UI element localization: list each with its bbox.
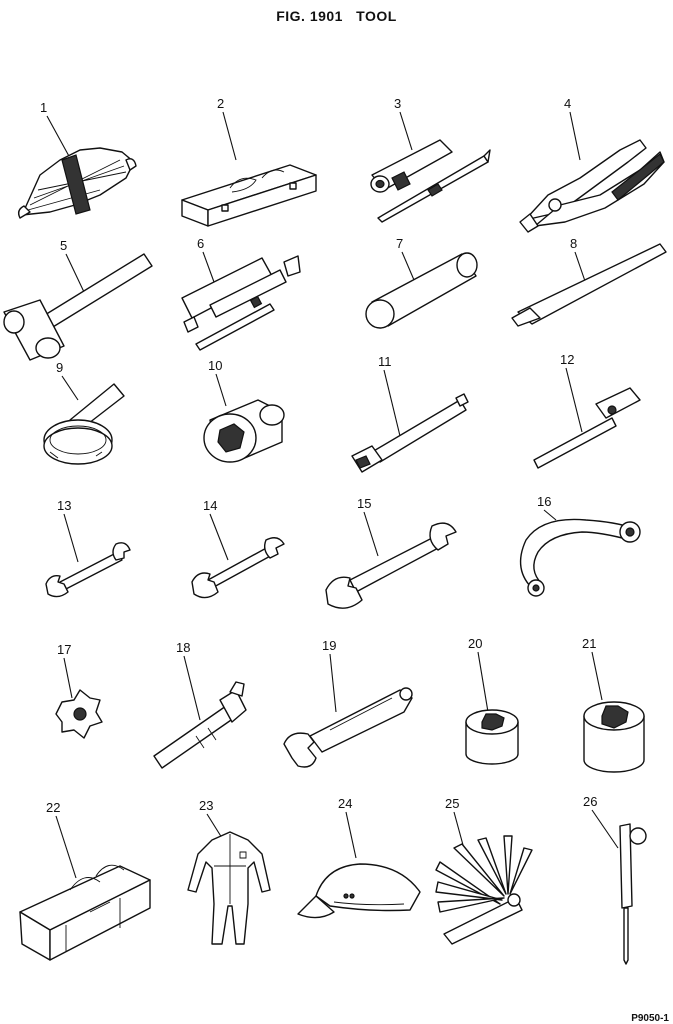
tool-bag-icon: [19, 864, 151, 961]
item-26: 26: [583, 794, 647, 965]
callout-1: 1: [40, 100, 47, 115]
callout-23: 23: [199, 798, 213, 813]
callout-19: 19: [322, 638, 336, 653]
item-21: 21: [582, 636, 645, 773]
coverall-icon: [187, 831, 271, 945]
item-3: 3: [370, 96, 491, 223]
adjustable-wrench-icon: [283, 687, 413, 768]
callout-14: 14: [203, 498, 217, 513]
item-10: 10: [203, 358, 285, 463]
callout-16: 16: [537, 494, 551, 509]
callout-15: 15: [357, 496, 371, 511]
item-2: 2: [181, 96, 317, 227]
item-20: 20: [465, 636, 519, 765]
callout-10: 10: [208, 358, 222, 373]
item-16: 16: [519, 494, 641, 597]
callout-9: 9: [56, 360, 63, 375]
item-23: 23: [187, 798, 271, 945]
callout-12: 12: [560, 352, 574, 367]
callout-7: 7: [396, 236, 403, 251]
callout-8: 8: [570, 236, 577, 251]
callout-20: 20: [468, 636, 482, 651]
item-1: 1: [17, 100, 137, 219]
medium-wrench-icon: [191, 537, 285, 599]
callout-13: 13: [57, 498, 71, 513]
callout-24: 24: [338, 796, 352, 811]
pry-bar-icon: [511, 243, 667, 327]
t-handle-icon: [533, 387, 641, 469]
item-9: 9: [43, 360, 125, 465]
small-twelve-point-socket-icon: [465, 709, 519, 765]
large-twelve-point-socket-icon: [583, 701, 645, 773]
item-11: 11: [351, 354, 469, 473]
hook-wrench-icon: [519, 518, 641, 597]
item-5: 5: [3, 238, 153, 361]
cartridge-tube-icon: [365, 252, 478, 329]
item-4: 4: [519, 96, 665, 233]
item-22: 22: [19, 800, 151, 961]
callout-18: 18: [176, 640, 190, 655]
small-wrench-icon: [45, 542, 131, 598]
pliers-icon: [519, 139, 665, 233]
callout-21: 21: [582, 636, 596, 651]
socket-icon: [203, 399, 285, 463]
figure-number: FIG. 1901: [276, 8, 343, 24]
item-13: 13: [45, 498, 131, 598]
item-6: 6: [181, 236, 301, 351]
box-wrench-and-bar-icon: [370, 139, 491, 223]
drawing-code: P9050-1: [631, 1013, 669, 1024]
combination-wrench-set-icon: [17, 147, 137, 219]
callout-3: 3: [394, 96, 401, 111]
feeler-gauge-icon: [435, 835, 533, 945]
callout-4: 4: [564, 96, 571, 111]
grease-nozzle-icon: [153, 681, 247, 769]
callout-25: 25: [445, 796, 459, 811]
callout-17: 17: [57, 642, 71, 657]
callout-26: 26: [583, 794, 597, 809]
item-25: 25: [435, 796, 533, 945]
item-8: 8: [511, 236, 667, 327]
callout-5: 5: [60, 238, 67, 253]
figure-caption: TOOL: [356, 8, 397, 24]
cap-icon: [297, 863, 421, 919]
large-wrench-icon: [325, 522, 457, 609]
extension-socket-icon: [351, 393, 469, 473]
item-19: 19: [283, 638, 413, 768]
tool-box-icon: [181, 164, 317, 227]
screwdriver-icon: [619, 823, 647, 965]
item-15: 15: [325, 496, 457, 609]
item-7: 7: [365, 236, 478, 329]
star-knob-icon: [55, 689, 103, 739]
callout-11: 11: [378, 354, 392, 369]
item-14: 14: [191, 498, 285, 599]
item-17: 17: [55, 642, 103, 739]
item-24: 24: [297, 796, 421, 919]
item-18: 18: [153, 640, 247, 769]
callout-6: 6: [197, 236, 204, 251]
figure-title: FIG. 1901 TOOL: [0, 8, 673, 24]
grease-gun-icon: [181, 255, 301, 351]
item-12: 12: [533, 352, 641, 469]
filter-wrench-icon: [43, 383, 125, 465]
callout-2: 2: [217, 96, 224, 111]
callout-22: 22: [46, 800, 60, 815]
hammer-icon: [3, 253, 153, 361]
